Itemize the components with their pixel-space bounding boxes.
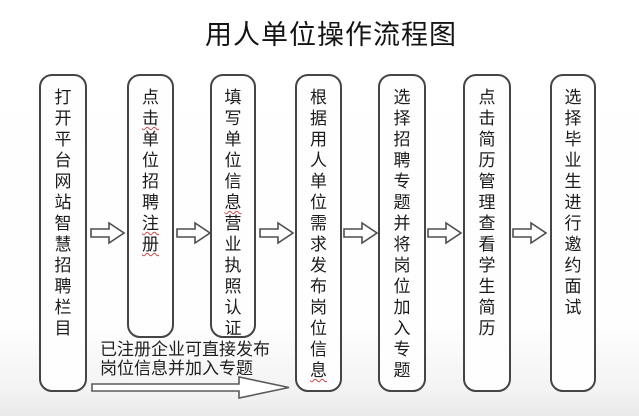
step-label: 点击单位招聘注册 [142,88,159,254]
flow-step-6: 点击简历管理查看学生简历 [463,74,511,392]
flow-step-4: 根据用人单位需求发布岗位信息 [295,74,342,392]
step-label: 根据用人单位需求发布岗位信息 [310,88,327,380]
long-right-arrow-icon [91,376,290,399]
flow-step-3: 填写单位信息营业执照认证 [210,74,256,338]
flow-step-1: 打开平台网站智慧招聘栏目 [39,74,87,392]
right-arrow-icon [512,221,548,245]
right-arrow-icon [90,221,126,245]
flow-step-2: 点击单位招聘注册 [127,74,174,338]
right-arrow-icon [427,221,463,245]
diagram-title: 用人单位操作流程图 [205,20,457,50]
flow-step-5: 选择招聘专题并将岗位加入专题 [378,74,426,392]
flow-step-7: 选择毕业生进行邀约面试 [550,74,596,392]
right-arrow-icon [176,221,212,245]
step-label: 打开平台网站智慧招聘栏目 [54,88,72,338]
right-arrow-icon [259,221,295,245]
annotation-line-1: 已注册企业可直接发布 [100,340,270,359]
step-label: 填写单位信息营业执照认证 [224,88,242,338]
annotation-note: 已注册企业可直接发布 岗位信息并加入专题 [100,340,270,378]
step-label: 选择招聘专题并将岗位加入专题 [393,88,411,380]
step-label: 点击简历管理查看学生简历 [478,88,496,338]
right-arrow-icon [343,221,379,245]
step-label: 选择毕业生进行邀约面试 [564,88,582,317]
annotation-line-2: 岗位信息并加入专题 [100,359,253,378]
